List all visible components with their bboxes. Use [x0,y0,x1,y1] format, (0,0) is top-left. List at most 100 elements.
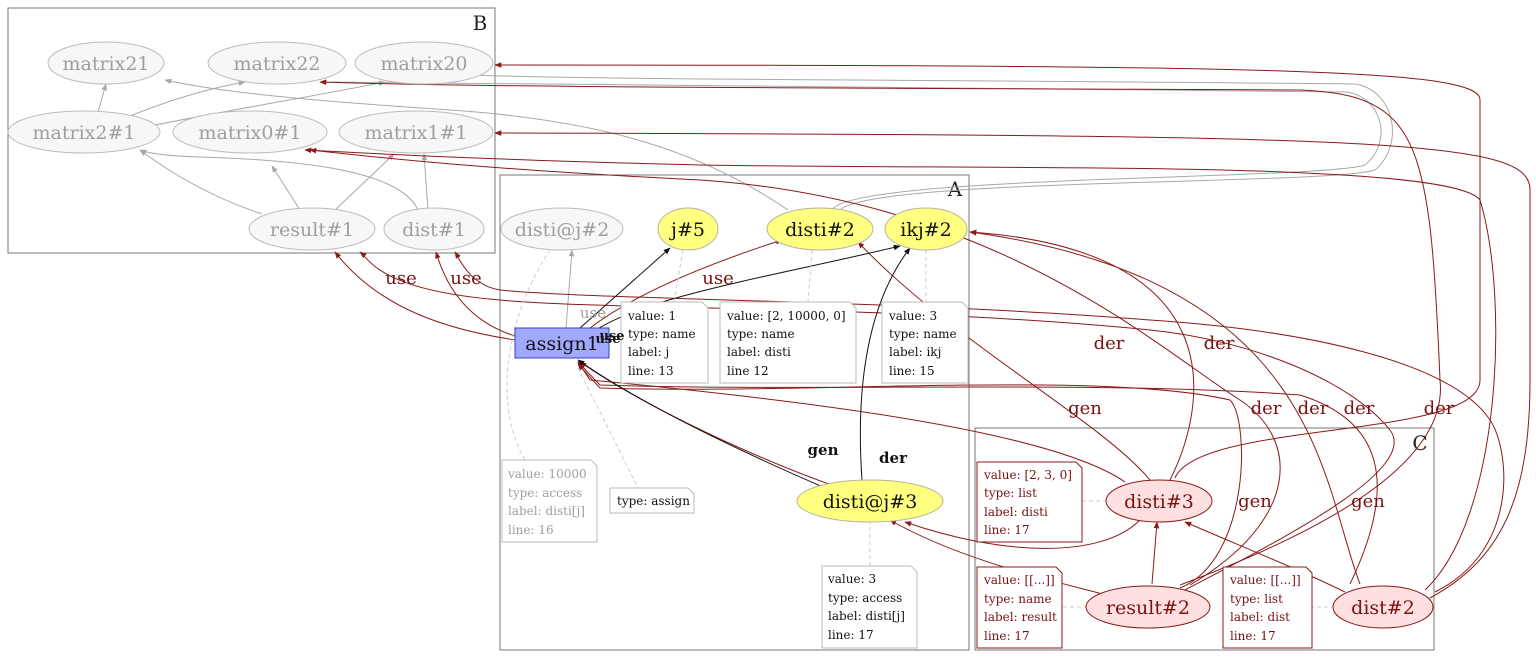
note-j5-line-0: value: 1 [627,309,676,323]
note-dist2: value: [[...]] type: list label: dist li… [1222,566,1313,649]
node-matrix21[interactable]: matrix21 [47,41,165,85]
edge-result2-matrix0 [309,147,1281,586]
notes: value: 1 type: name label: j line: 13 va… [501,301,1313,649]
node-dist-2[interactable]: dist#2 [1332,585,1434,629]
note-assign-line-0: type: assign [617,494,690,508]
edge-result1-matrix0 [271,165,301,211]
edge-label-der-4: der [1298,398,1329,419]
node-matrix2-1[interactable]: matrix2#1 [7,110,161,154]
edge-assign-distij2 [565,249,575,329]
edge-label-use-result1: use [385,268,416,289]
note-disti3: value: [2, 3, 0] type: list label: disti… [976,461,1083,543]
node-ikj-2[interactable]: ikj#2 [884,207,968,251]
node-assign1[interactable]: assign1 [514,327,610,359]
black-edges [577,244,911,491]
edge-dist2-matrix0 [304,147,1497,591]
note-disti2-line-3: line 12 [727,364,769,378]
edge-dist2-disti3 [1184,521,1346,593]
node-matrix22-label: matrix22 [233,53,320,75]
edge-assign-result1 [334,251,516,341]
note-disti3-line-3: line: 17 [984,523,1030,537]
note-j5-line-1: type: name [628,327,696,341]
note-distij3-line-1: type: access [828,591,902,605]
edge-matrix2-matrix20 [149,80,386,127]
note-ikj2: value: 3 type: name label: ikj line: 15 [881,301,969,384]
note-ikj2-line-0: value: 3 [888,309,937,323]
edge-label-use-small2: use [599,329,624,344]
note-distij2-line-2: label: disti[j] [508,504,585,518]
edge-result2-result1 [359,251,1395,591]
node-dist-2-label: dist#2 [1351,597,1415,619]
node-result-1[interactable]: result#1 [248,207,376,251]
node-matrix20[interactable]: matrix20 [354,41,494,85]
edge-matrix2-matrix21 [97,83,107,113]
edge-matrix2-matrix22 [129,80,246,117]
edge-disti2-matrix22-loop [329,81,1382,211]
edge-dist1-matrix2 [139,149,419,211]
note-j5-line-3: line: 13 [628,364,674,378]
edge-dist2-assign [577,361,1378,585]
node-assign1-label: assign1 [525,333,598,355]
edge-result2-assign [577,363,1242,589]
note-disti2-line-1: type: name [727,327,795,341]
note-ikj2-line-2: label: ikj [889,345,941,359]
cluster-b-title: B [473,11,488,35]
note-distij3: value: 3 type: access label: disti[j] li… [821,565,918,649]
edge-label-gen-2: gen [1238,491,1272,512]
node-matrix2-1-label: matrix2#1 [33,122,136,144]
note-result2: value: [[...]] type: name label: result … [976,566,1063,649]
note-ikj2-line-3: line: 15 [889,364,935,378]
note-dist2-line-0: value: [[...]] [1229,573,1301,587]
edge-disti2-matrix20-loop [469,74,1393,211]
node-disti-3-label: disti#3 [1124,491,1194,513]
node-matrix1-1[interactable]: matrix1#1 [338,110,494,154]
note-links [506,249,1335,608]
edge-disti3-ikj2 [969,229,1195,481]
edge-result2-matrix22 [319,79,1441,586]
note-assign: type: assign [609,487,695,514]
node-disti-3[interactable]: disti#3 [1105,479,1213,523]
node-j-5-label: j#5 [669,219,705,241]
edge-dist2-dist1 [454,251,1505,593]
node-disti-2-label: disti#2 [785,219,855,241]
node-dist-1[interactable]: dist#1 [383,207,485,251]
edge-disti3-matrix20 [494,62,1481,479]
edge-label-der-black: der [879,449,908,467]
note-distij3-line-3: line: 17 [828,628,874,642]
node-result-2-label: result#2 [1106,597,1190,619]
edge-result2-disti3 [1151,521,1160,585]
edge-label-der-1: der [1094,333,1125,354]
node-disti-2[interactable]: disti#2 [766,207,874,251]
edge-label-use-small1: use [595,332,620,347]
note-dist2-line-3: line: 17 [1230,629,1276,643]
note-distij2-line-0: value: 10000 [507,467,587,481]
nodes: matrix21 matrix22 matrix20 matrix2#1 mat… [7,41,1434,629]
note-distij2-line-1: type: access [508,486,582,500]
edge-label-use-gray: use [580,304,606,322]
node-ikj-2-label: ikj#2 [900,219,952,241]
edge-label-gen-3: gen [1351,491,1385,512]
edge-disti3-disti2 [857,241,1151,481]
note-distij3-line-2: label: disti[j] [828,609,905,623]
node-matrix1-1-label: matrix1#1 [365,122,468,144]
edge-label-der-6: der [1424,398,1455,419]
note-result2-line-1: type: name [984,592,1052,606]
edge-label-gen-black: gen [808,441,839,459]
note-dist2-line-2: label: dist [1230,610,1290,624]
node-disti-j-2[interactable]: disti@j#2 [500,207,624,251]
edge-label-gen-1: gen [1068,398,1102,419]
edge-label-der-3: der [1251,398,1282,419]
edge-dist2-matrix1 [494,130,1531,599]
edge-assign-dist1 [435,251,516,337]
note-disti3-line-2: label: disti [984,505,1048,519]
node-result-2[interactable]: result#2 [1085,585,1211,629]
node-matrix21-label: matrix21 [62,53,149,75]
node-disti-j-3[interactable]: disti@j#3 [796,479,944,523]
node-matrix0-1[interactable]: matrix0#1 [172,110,328,154]
note-distij3-line-0: value: 3 [827,572,876,586]
node-j-5[interactable]: j#5 [657,207,719,251]
node-matrix22[interactable]: matrix22 [207,41,347,85]
node-matrix0-1-label: matrix0#1 [199,122,302,144]
edge-assign-disti2 [589,239,783,329]
edge-dist1-matrix1 [421,153,429,211]
